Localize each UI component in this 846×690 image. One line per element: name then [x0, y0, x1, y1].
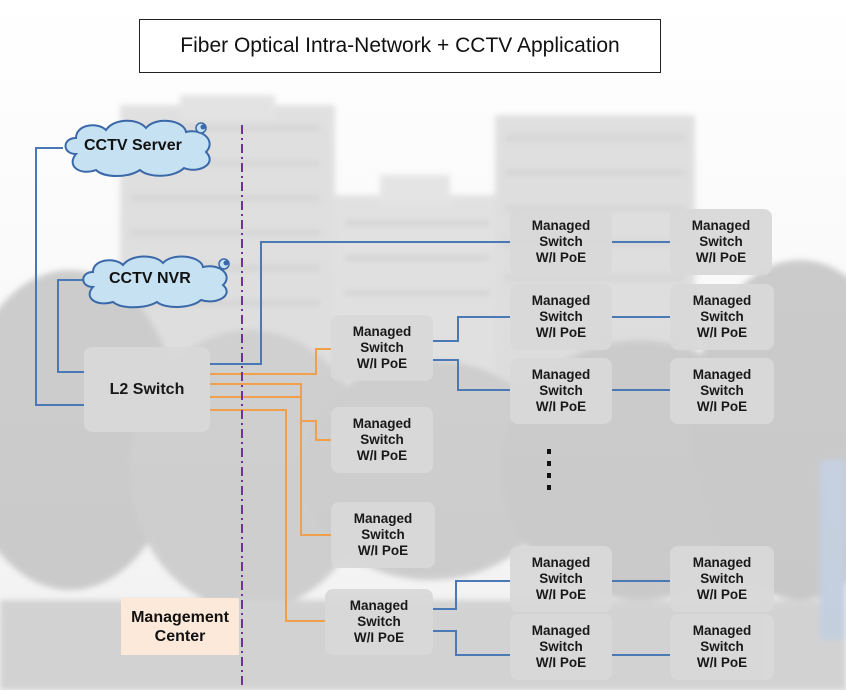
link-ms-a-fanout-up — [433, 316, 510, 342]
managed-switch-label: Managed Switch W/I PoE — [692, 555, 752, 602]
managed-switch-label: Managed Switch W/I PoE — [692, 367, 752, 414]
link-ms-e-fanout-up — [433, 580, 510, 610]
diagram-title: Fiber Optical Intra-Network + CCTV Appli… — [139, 19, 661, 73]
link-cctv-nvr-l2 — [57, 279, 84, 373]
managed-switch-label: Managed Switch W/I PoE — [531, 555, 591, 602]
managed-switch-node: Managed Switch W/I PoE — [670, 614, 774, 680]
l2-switch: L2 Switch — [84, 347, 210, 432]
managed-switch-label: Managed Switch W/I PoE — [349, 598, 409, 645]
managed-switch-node: Managed Switch W/I PoE — [510, 358, 612, 424]
managed-switch-node: Managed Switch W/I PoE — [510, 284, 612, 350]
link-ms-e-fanout-down — [433, 630, 510, 656]
link-l2-ms-a — [210, 348, 331, 375]
managed-switch-node: Managed Switch W/I PoE — [670, 284, 774, 350]
l2-switch-label: L2 Switch — [109, 380, 185, 398]
managed-switch-node: Managed Switch W/I PoE — [325, 589, 433, 655]
link-l2-ms-d — [210, 409, 325, 622]
managed-switch-node: Managed Switch W/I PoE — [510, 614, 612, 680]
managed-switch-node: Managed Switch W/I PoE — [331, 315, 433, 381]
managed-switch-label: Managed Switch W/I PoE — [531, 367, 591, 414]
managed-switch-node: Managed Switch W/I PoE — [670, 546, 774, 612]
link-l2-ms-b — [210, 383, 331, 441]
managed-switch-node: Managed Switch W/I PoE — [670, 209, 772, 275]
managed-switch-label: Managed Switch W/I PoE — [692, 293, 752, 340]
managed-switch-node: Managed Switch W/I PoE — [510, 546, 612, 612]
cctv-server-label: CCTV Server — [84, 137, 182, 154]
managed-switch-label: Managed Switch W/I PoE — [531, 293, 591, 340]
managed-switch-label: Managed Switch W/I PoE — [531, 623, 591, 670]
managed-switch-label: Managed Switch W/I PoE — [691, 218, 751, 265]
management-center-label: Management Center — [131, 608, 229, 645]
fiber-links — [35, 147, 670, 656]
cctv-server-cloud — [64, 119, 211, 177]
managed-switch-label: Managed Switch W/I PoE — [692, 623, 752, 670]
link-l2-ms-c — [210, 396, 331, 536]
cloud-icon — [64, 119, 211, 177]
managed-switch-node: Managed Switch W/I PoE — [331, 407, 433, 473]
cloud-icon — [82, 255, 230, 309]
cctv-nvr-cloud — [82, 255, 230, 309]
link-cctv-server-l2 — [35, 147, 84, 406]
managed-switch-node: Managed Switch W/I PoE — [670, 358, 774, 424]
copper-links — [210, 348, 331, 622]
managed-switch-node: Managed Switch W/I PoE — [331, 502, 435, 568]
managed-switch-label: Managed Switch W/I PoE — [353, 511, 413, 558]
link-l2-ms1 — [210, 241, 510, 365]
managed-switch-label: Managed Switch W/I PoE — [352, 324, 412, 371]
vertical-ellipsis-icon — [547, 449, 551, 490]
managed-switch-node: Managed Switch W/I PoE — [510, 209, 612, 275]
managed-switch-label: Managed Switch W/I PoE — [531, 218, 591, 265]
link-ms-a-fanout-down — [433, 359, 510, 391]
managed-switch-label: Managed Switch W/I PoE — [352, 416, 412, 463]
management-center: Management Center — [121, 598, 239, 655]
cctv-nvr-label: CCTV NVR — [109, 270, 191, 287]
